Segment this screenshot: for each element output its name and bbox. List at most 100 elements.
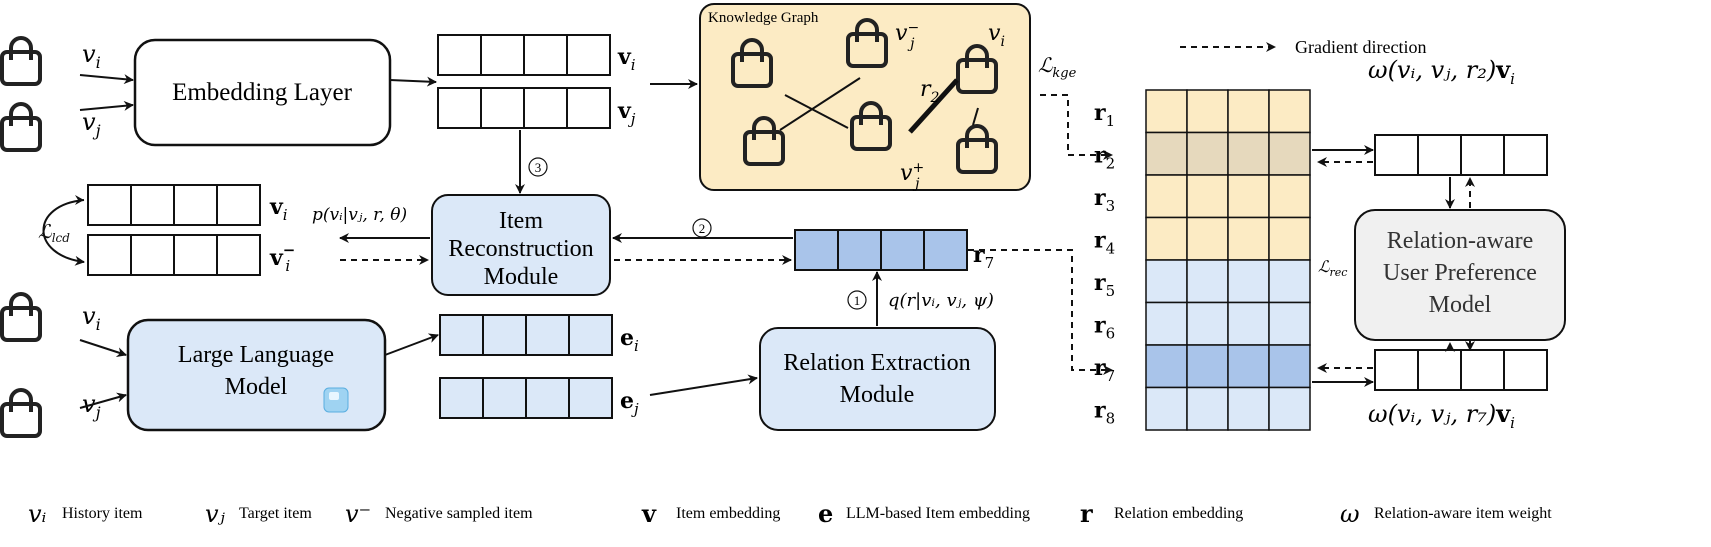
embedding-cell: [437, 34, 482, 76]
item-recon-line: Module: [484, 264, 559, 290]
embedding-cell: [482, 314, 527, 356]
relation-cell: [1227, 131, 1270, 176]
item-recon-line: Reconstruction: [448, 236, 593, 262]
embedding-cell: [87, 184, 132, 226]
embedding-cell: [173, 184, 218, 226]
relation-cell: [1227, 174, 1270, 219]
llm-line: Large Language: [178, 342, 334, 368]
relation-cell: [1145, 386, 1188, 431]
r7-label: r7: [973, 242, 994, 272]
emb-ei-grid: [439, 314, 613, 356]
embedding-cell: [87, 234, 132, 276]
legend-text: Item embedding: [676, 505, 780, 522]
legend-item: vᵢ History item: [28, 500, 143, 528]
embedding-cell: [566, 87, 611, 129]
relation-cell: [1186, 259, 1229, 304]
ice-cube-icon: [323, 387, 349, 413]
formula-q: q(r|vᵢ, vⱼ, ψ): [888, 290, 994, 311]
user-pref-line: User Preference: [1383, 260, 1537, 286]
embedding-cell: [216, 234, 261, 276]
relation-cell: [1186, 131, 1229, 176]
embedding-cell: [525, 377, 570, 419]
item-recon-line: Item: [499, 208, 543, 234]
emb-vneg-label: v−i: [269, 241, 295, 275]
relation-extraction-module-box: [759, 327, 996, 431]
relation-cell: [1227, 89, 1270, 134]
legend-symbol: vⱼ: [205, 500, 226, 528]
legend-symbol: vᵢ: [28, 500, 47, 528]
relation-cell: [1145, 301, 1188, 346]
loss-lcd: ℒlcd: [38, 221, 70, 245]
relation-label: r1: [1094, 100, 1115, 130]
relation-cell: [1227, 386, 1270, 431]
embedding-cell: [439, 377, 484, 419]
kg-r2: r2: [920, 77, 940, 106]
item-reconstruction-module-box: [431, 194, 611, 296]
lcd-loss-arrow: [42, 199, 85, 266]
embedding-cell: [437, 87, 482, 129]
embedding-cell: [568, 377, 613, 419]
embedding-cell: [523, 34, 568, 76]
input-vi: vi: [82, 40, 101, 72]
embedding-cell: [1374, 134, 1419, 176]
embedding-cell: [566, 34, 611, 76]
kg-vneg: v−j: [895, 20, 919, 52]
legend-symbol: v: [641, 499, 657, 528]
emb-vneg-grid: [87, 234, 261, 276]
relation-cell: [1145, 216, 1188, 261]
step-3: 3: [535, 160, 542, 175]
relation-cell: [1186, 89, 1229, 134]
relation-label: r8: [1094, 398, 1115, 428]
gradient-direction-label: Gradient direction: [1295, 37, 1426, 57]
relation-row: r4: [1094, 216, 1311, 261]
step-2: 2: [699, 221, 706, 236]
relation-cell: [1145, 259, 1188, 304]
relation-cell: [1186, 386, 1229, 431]
relation-cell: [1145, 131, 1188, 176]
bag-icon: [0, 36, 42, 86]
legend-text: Relation embedding: [1114, 505, 1243, 522]
user-preference-model-box: [1354, 209, 1566, 341]
input-vj-llm: vj: [82, 390, 101, 422]
embedding-cell: [1417, 134, 1462, 176]
loss-rec: ℒrec: [1318, 257, 1347, 279]
weight-bottom-grid: [1374, 349, 1548, 391]
relation-cell: [1186, 174, 1229, 219]
embedding-cell: [1374, 349, 1419, 391]
embedding-cell: [523, 87, 568, 129]
relation-row: r8: [1094, 386, 1311, 431]
weight-top-grid: [1374, 134, 1548, 176]
legend-item: v⁻Negative sampled item: [345, 500, 533, 528]
relation-cell: [1227, 344, 1270, 389]
weight-top-label: ω(vᵢ, vⱼ, r₂)vi: [1368, 55, 1515, 88]
relation-label: r5: [1094, 270, 1115, 300]
emb-ej-grid: [439, 377, 613, 419]
embedding-cell: [794, 229, 839, 271]
embedding-layer-label: Embedding Layer: [172, 79, 352, 106]
relation-cell: [1227, 301, 1270, 346]
weight-bottom-label: ω(vᵢ, vⱼ, r₇)vi: [1368, 399, 1515, 432]
embedding-cell: [130, 184, 175, 226]
emb-ej-label: ej: [620, 388, 639, 418]
embedding-cell: [482, 377, 527, 419]
legend-text: History item: [62, 505, 143, 522]
embedding-cell: [837, 229, 882, 271]
step-1: 1: [854, 293, 861, 308]
user-pref-line: Model: [1429, 292, 1492, 318]
knowledge-graph-title: Knowledge Graph: [708, 10, 819, 26]
legend-symbol: v⁻: [345, 500, 371, 528]
emb-vi-grid: [437, 34, 611, 76]
relation-cell: [1227, 216, 1270, 261]
relation-cell: [1268, 174, 1311, 219]
relation-cell: [1268, 259, 1311, 304]
emb-vj-grid: [437, 87, 611, 129]
legend-symbol: r: [1080, 499, 1093, 528]
emb-vi-label: vi: [617, 44, 636, 74]
input-vj: vj: [82, 108, 101, 140]
llm-line: Model: [225, 374, 288, 400]
relation-label: r4: [1094, 228, 1115, 258]
